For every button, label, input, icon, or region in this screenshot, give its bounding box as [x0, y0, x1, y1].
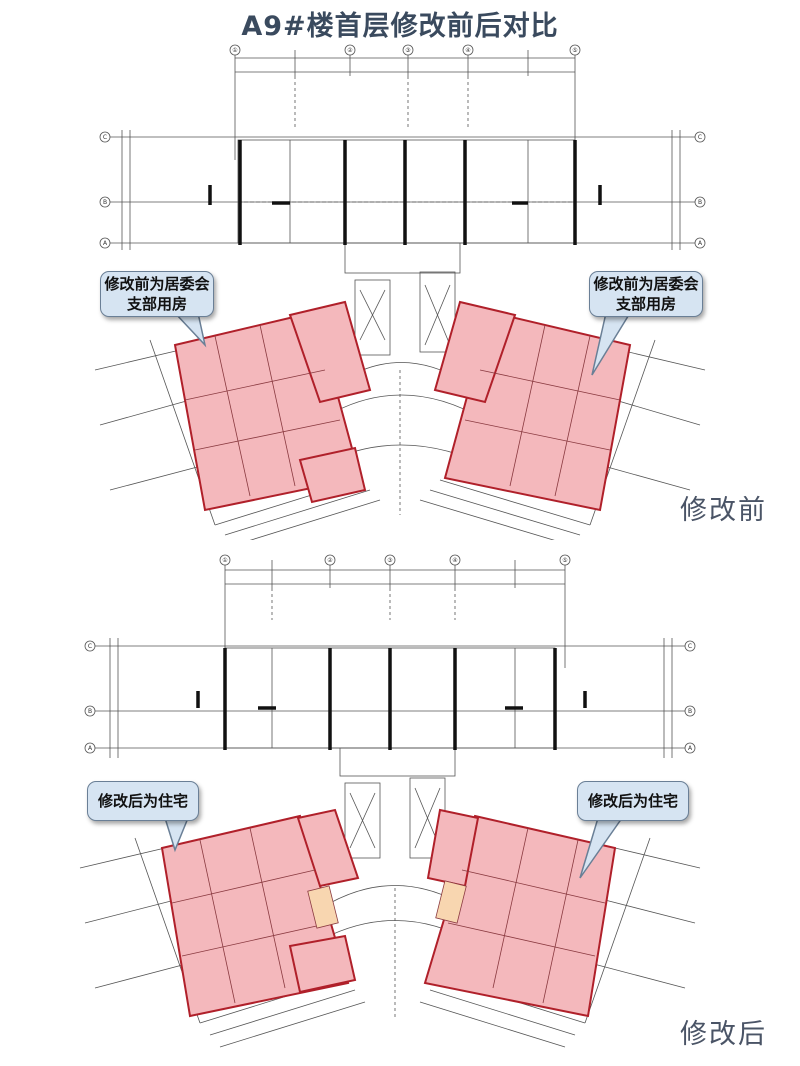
callout-after-left-line1: 修改后为住宅: [97, 792, 188, 810]
unit-right-highlight: [433, 300, 632, 512]
page-title: A9#楼首层修改前后对比: [241, 11, 559, 42]
unit-left-highlight-after: [160, 808, 360, 1018]
axis-3: ③: [405, 47, 410, 54]
floor-plan-after: ① ② ③ ④ ⑤ C B A C B A: [0, 548, 800, 1058]
axis-1-after: ①: [222, 557, 227, 564]
unit-right-highlight-after: [423, 808, 617, 1018]
callout-before-right-line2: 支部用房: [615, 295, 676, 313]
axis-a-right: A: [698, 240, 703, 247]
axis-1: ①: [232, 47, 237, 54]
axis-b-right: B: [698, 199, 702, 206]
callout-before-left-line2: 支部用房: [126, 295, 187, 313]
axis-3-after: ③: [387, 557, 392, 564]
axis-5-after: ⑤: [562, 557, 567, 564]
floor-plan-before-drawing: ① ② ③ ④ ⑤ C B A C B A: [94, 44, 706, 540]
before-label: 修改前: [680, 495, 767, 526]
axis-2-after: ②: [327, 557, 333, 564]
axis-b-after-right: B: [688, 708, 692, 715]
axis-a-after: A: [88, 745, 93, 752]
axis-c-right: C: [698, 134, 702, 141]
axis-4: ④: [465, 47, 470, 54]
unit-left-highlight: [173, 300, 372, 512]
axis-c-after-right: C: [688, 643, 692, 650]
floor-plan-after-drawing: ① ② ③ ④ ⑤ C B A C B A: [79, 554, 701, 1048]
axis-2: ②: [347, 47, 353, 54]
axis-a-after-right: A: [688, 745, 693, 752]
axis-c: C: [103, 134, 107, 141]
callout-after-right-line1: 修改后为住宅: [587, 792, 678, 810]
axis-b-after: B: [88, 708, 92, 715]
callout-before-right-line1: 修改前为居委会: [593, 275, 699, 293]
after-label: 修改后: [680, 1019, 767, 1050]
axis-4-after: ④: [452, 557, 457, 564]
floor-plan-before: ① ② ③ ④ ⑤ C B A C B A: [0, 40, 800, 540]
axis-b: B: [103, 199, 107, 206]
axis-5: ⑤: [572, 47, 577, 54]
axis-c-after: C: [88, 643, 92, 650]
callout-before-left-line1: 修改前为居委会: [104, 275, 210, 293]
axis-a: A: [103, 240, 108, 247]
